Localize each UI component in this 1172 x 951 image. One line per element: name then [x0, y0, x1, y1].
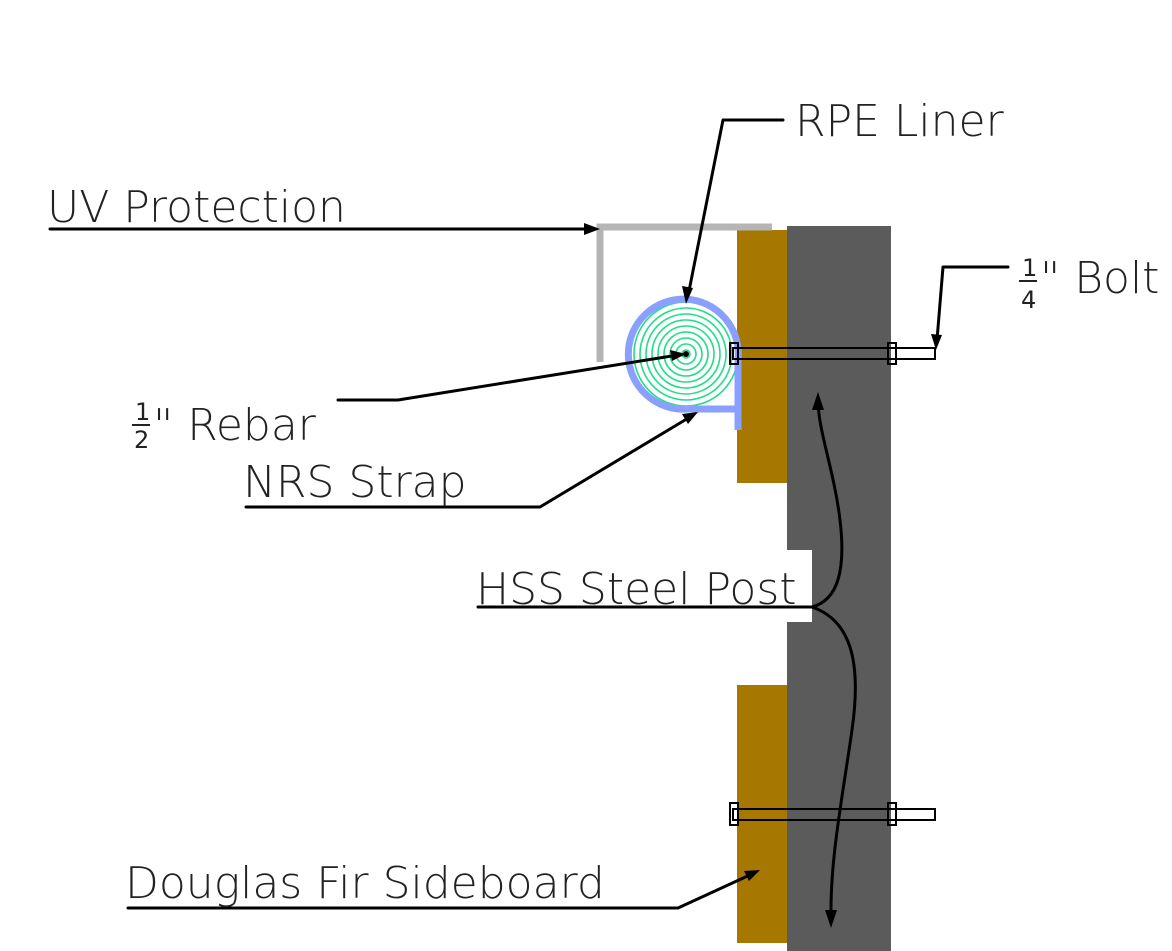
- rebar-arrowhead: [670, 350, 686, 361]
- nrs-strap-label: NRS Strap: [243, 457, 467, 508]
- bolt-upper: [729, 342, 936, 365]
- bolt-leader: [935, 265, 1010, 342]
- uv-protection-label: UV Protection: [47, 182, 346, 233]
- bolt-fraction-denominator: 4: [1021, 286, 1036, 314]
- rpe-liner-wrap: [624, 295, 742, 430]
- hss-steel-post-leader-down: [810, 605, 857, 920]
- rebar-label: 1 2 " Rebar: [132, 398, 317, 454]
- douglas-fir-sideboard-lower: [737, 685, 787, 943]
- hss-steel-post-label: HSS Steel Post: [476, 564, 797, 615]
- uv-protection-arrowhead: [584, 223, 600, 235]
- rpe-liner-leader: [686, 118, 785, 298]
- bolt-label-text: " Bolt: [1040, 253, 1159, 304]
- rebar-fraction-denominator: 2: [134, 426, 149, 454]
- bolt-arrowhead: [931, 334, 942, 350]
- rpe-liner-arrowhead: [682, 286, 693, 304]
- douglas-fir-sideboard-upper: [737, 230, 787, 483]
- rebar-label-text: " Rebar: [153, 400, 317, 451]
- uv-protection-cover: [596, 223, 772, 362]
- rebar-leader: [336, 353, 680, 402]
- hss-steel-post: [787, 226, 891, 951]
- rpe-liner-label: RPE Liner: [795, 96, 1005, 147]
- hss-steel-post-leader: [476, 398, 844, 609]
- nrs-strap-leader: [244, 415, 692, 509]
- bolt-label: 1 4 " Bolt: [1019, 253, 1159, 314]
- douglas-fir-sideboard-arrowhead: [744, 870, 760, 881]
- hss-steel-post-arrowhead-down: [825, 910, 837, 928]
- hss-steel-post-arrowhead-up: [812, 392, 824, 410]
- rebar-fraction-numerator: 1: [135, 398, 150, 426]
- bolt-lower: [729, 802, 936, 826]
- douglas-fir-sideboard-leader: [126, 872, 754, 910]
- bolt-fraction-numerator: 1: [1022, 254, 1037, 282]
- nrs-strap-arrowhead: [682, 412, 698, 424]
- douglas-fir-sideboard-label: Douglas Fir Sideboard: [125, 858, 605, 909]
